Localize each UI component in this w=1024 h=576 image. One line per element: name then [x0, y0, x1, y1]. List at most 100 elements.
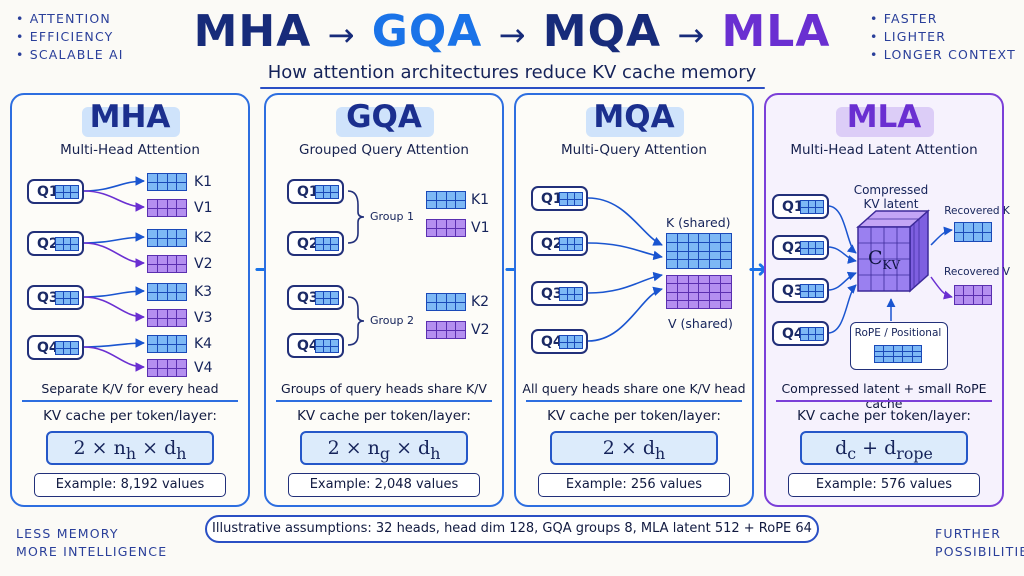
mla-query-2: Q2 — [772, 235, 829, 260]
mla-latent-label-2: KV latent — [863, 197, 919, 211]
title-mqa: MQA — [542, 6, 662, 57]
mqa-formula-sub-1: h — [655, 443, 666, 463]
mla-rope-label: RoPE / Positional — [854, 327, 942, 339]
mqa-query-3: Q3 — [531, 281, 588, 306]
mla-example: Example: 576 values — [788, 473, 980, 497]
mqa-query-4: Q4 — [531, 329, 588, 354]
corner-bottom-left: LESS MEMORY MORE INTELLIGENCE — [16, 525, 167, 561]
mha-formula-sub-2: h — [176, 443, 187, 463]
mqa-v-shared-label: V (shared) — [668, 316, 733, 331]
mha-q1-grid — [55, 185, 79, 199]
corner-top-left: • ATTENTION • EFFICIENCY • SCALABLE AI — [16, 10, 124, 64]
mha-formula-b: × d — [136, 437, 177, 459]
corner-bottom-right: FURTHER POSSIBILITIES — [935, 525, 1024, 561]
gqa-connectors — [347, 190, 365, 346]
main-title: MHA → GQA → MQA → MLA — [0, 6, 1024, 57]
gqa-key-2-label: K2 — [471, 294, 490, 310]
subtitle: How attention architectures reduce KV ca… — [267, 62, 757, 83]
mla-title-highlight — [836, 107, 934, 137]
mha-value-3-label: V3 — [194, 310, 213, 326]
mqa-kv-label: KV cache per token/layer: — [547, 408, 721, 424]
gqa-query-3: Q3 — [287, 285, 344, 310]
title-arrow-1: → — [327, 16, 356, 54]
mla-divider — [776, 400, 992, 402]
mha-value-1-grid — [147, 199, 187, 217]
corner-tr-line-2: • LIGHTER — [870, 29, 947, 44]
mha-q2-grid — [55, 237, 79, 251]
mqa-q3-grid — [559, 287, 583, 301]
mla-recovered-v-label: Recovered V — [944, 266, 1010, 278]
mqa-q2-label: Q2 — [541, 236, 563, 252]
mha-q3-grid — [55, 291, 79, 305]
mla-q3-grid — [800, 284, 824, 298]
mha-q3-label: Q3 — [37, 290, 59, 306]
mla-q2-label: Q2 — [782, 240, 804, 256]
mha-value-2-label: V2 — [194, 256, 213, 272]
mla-subtitle: Multi-Head Latent Attention — [790, 142, 978, 158]
mla-recovered-v-grid — [954, 285, 992, 305]
mqa-formula: 2 × dh — [550, 431, 718, 465]
title-arrow-2: → — [498, 16, 527, 54]
mha-caption: Separate K/V for every head — [41, 381, 219, 396]
subtitle-underline — [260, 87, 765, 89]
mla-kv-label: KV cache per token/layer: — [797, 408, 971, 424]
mqa-example: Example: 256 values — [538, 473, 730, 497]
arrow-mqa-to-mla: ➜ — [748, 255, 769, 283]
mha-key-3-grid — [147, 283, 187, 301]
panel-mqa: MQA Multi-Query Attention Q1 Q2 Q3 Q4 K … — [514, 93, 754, 507]
mha-q4-grid — [55, 341, 79, 355]
mqa-divider — [526, 400, 742, 402]
gqa-query-2: Q2 — [287, 231, 344, 256]
mha-query-1: Q1 — [27, 179, 84, 204]
mha-formula: 2 × nh × dh — [46, 431, 214, 465]
mla-formula: dc + drope — [800, 431, 968, 465]
mha-key-4-grid — [147, 335, 187, 353]
gqa-subtitle: Grouped Query Attention — [299, 142, 469, 158]
title-mla: MLA — [721, 6, 831, 57]
mha-value-3-grid — [147, 309, 187, 327]
corner-tl-line-2: • EFFICIENCY — [16, 29, 114, 44]
mqa-q3-label: Q3 — [541, 286, 563, 302]
mha-formula-sub-1: h — [125, 443, 137, 463]
corner-bl-line-2: MORE INTELLIGENCE — [16, 544, 168, 559]
gqa-q3-grid — [315, 291, 339, 305]
mla-latent-label-1: Compressed — [853, 183, 929, 197]
title-arrow-3: → — [677, 16, 706, 54]
mqa-caption: All query heads share one K/V head — [522, 381, 746, 396]
mqa-subtitle: Multi-Query Attention — [561, 142, 707, 158]
mla-q1-grid — [800, 200, 824, 214]
mha-q2-label: Q2 — [37, 236, 59, 252]
mqa-title: MQA — [593, 99, 675, 135]
mha-title: MHA — [89, 99, 171, 135]
corner-tl-line-1: • ATTENTION — [16, 11, 111, 26]
corner-top-right: • FASTER • LIGHTER • LONGER CONTEXT — [870, 10, 1016, 64]
mha-value-4-label: V4 — [194, 360, 213, 376]
mha-divider — [22, 400, 238, 402]
mqa-q1-grid — [559, 192, 583, 206]
mha-key-2-label: K2 — [194, 230, 213, 246]
mha-key-1-grid — [147, 173, 187, 191]
mla-q4-grid — [800, 327, 824, 341]
mqa-formula-a: 2 × d — [602, 437, 656, 459]
mqa-k-shared-grid — [666, 233, 732, 269]
corner-tr-line-1: • FASTER — [870, 11, 938, 26]
mha-kv-label: KV cache per token/layer: — [43, 408, 217, 424]
gqa-value-1-label: V1 — [471, 220, 490, 236]
mla-rope-box: RoPE / Positional — [850, 322, 948, 370]
gqa-kv-label: KV cache per token/layer: — [297, 408, 471, 424]
mha-connectors — [83, 176, 145, 372]
mla-q1-label: Q1 — [782, 199, 804, 215]
mha-key-1-label: K1 — [194, 174, 213, 190]
mha-value-4-grid — [147, 359, 187, 377]
mha-subtitle: Multi-Head Attention — [60, 142, 200, 158]
mha-q4-label: Q4 — [37, 340, 59, 356]
corner-tr-line-3: • LONGER CONTEXT — [870, 47, 1016, 62]
gqa-q3-label: Q3 — [297, 290, 319, 306]
gqa-formula-b: × d — [390, 437, 431, 459]
panel-gqa: GQA Grouped Query Attention Q1 Q2 Q3 Q4 … — [264, 93, 504, 507]
mla-recovered-k-grid — [954, 222, 992, 242]
mha-title-highlight — [82, 107, 180, 137]
gqa-caption: Groups of query heads share K/V — [281, 381, 487, 396]
mqa-title-highlight — [586, 107, 684, 137]
gqa-query-4: Q4 — [287, 333, 344, 358]
